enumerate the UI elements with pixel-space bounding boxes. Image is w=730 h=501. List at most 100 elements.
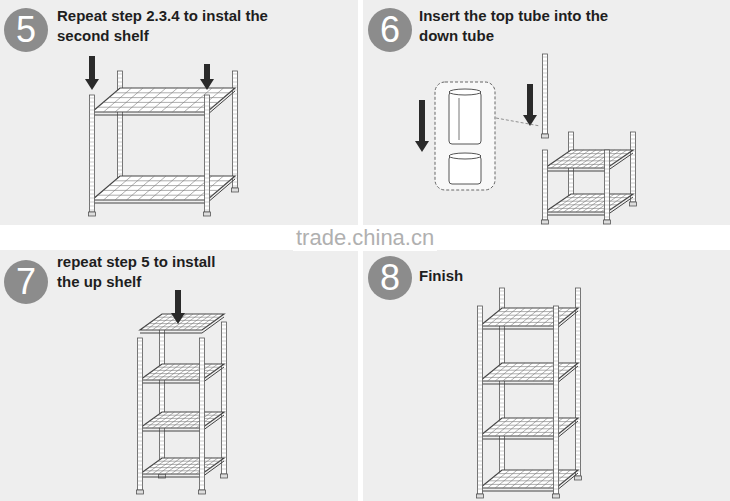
post-knurl [160, 389, 165, 390]
post-knurl [554, 397, 559, 398]
post-knurl [576, 407, 581, 408]
post-knurl [233, 110, 238, 111]
post-tube [160, 322, 165, 474]
post-knurl [90, 186, 95, 187]
post-knurl [205, 150, 210, 151]
post-knurl [138, 457, 143, 458]
wire-shelf [140, 458, 224, 477]
shelf-rim [140, 383, 202, 384]
shelf-post [553, 306, 560, 498]
post-knurl [200, 425, 205, 426]
post-knurl [478, 461, 483, 462]
post-knurl [200, 397, 205, 398]
post-knurl [205, 102, 210, 103]
post-knurl [138, 469, 143, 470]
post-knurl [233, 186, 238, 187]
post-knurl [200, 401, 205, 402]
post-knurl [500, 351, 505, 352]
post-knurl [500, 307, 505, 308]
post-knurl [205, 182, 210, 183]
post-knurl [205, 190, 210, 191]
shelf-wire [177, 458, 199, 474]
post-knurl [160, 441, 165, 442]
post-knurl [543, 61, 548, 62]
post-knurl [478, 425, 483, 426]
post-knurl [160, 341, 165, 342]
post-knurl [138, 393, 143, 394]
post-knurl [222, 425, 227, 426]
post-knurl [554, 425, 559, 426]
tube-slit [459, 98, 460, 140]
post-knurl [90, 110, 95, 111]
step-number: 8 [368, 256, 412, 300]
post-knurl [478, 397, 483, 398]
post-knurl [200, 441, 205, 442]
post-knurl [233, 130, 238, 131]
shelf-wire [177, 364, 199, 380]
post-knurl [138, 381, 143, 382]
post-knurl [543, 153, 548, 154]
shelf-wire [566, 153, 628, 154]
shelf-wire [173, 88, 201, 112]
post-foot [553, 494, 560, 498]
shelf-rim [556, 473, 578, 491]
post-knurl [554, 429, 559, 430]
shelf-wire [127, 176, 155, 200]
post-knurl [576, 355, 581, 356]
post-knurl [569, 187, 574, 188]
shelf-wire [498, 473, 574, 474]
post-knurl [90, 210, 95, 211]
post-knurl [118, 166, 123, 167]
post-knurl [576, 451, 581, 452]
post-knurl [138, 473, 143, 474]
post-knurl [554, 393, 559, 394]
post-knurl [500, 443, 505, 444]
post-knurl [90, 102, 95, 103]
post-knurl [554, 389, 559, 390]
post-knurl [500, 387, 505, 388]
shelf-wire [550, 208, 612, 209]
post-knurl [222, 437, 227, 438]
post-knurl [576, 303, 581, 304]
post-knurl [205, 106, 210, 107]
post-knurl [631, 179, 636, 180]
post-knurl [543, 189, 548, 190]
post-knurl [222, 337, 227, 338]
post-tube [543, 150, 548, 220]
post-knurl [554, 437, 559, 438]
shelf-wire [165, 314, 187, 330]
post-knurl [90, 178, 95, 179]
shelf-wire [152, 458, 174, 474]
shelf-post [199, 338, 206, 494]
shelf-wire [548, 470, 570, 488]
post-knurl [233, 166, 238, 167]
post-knurl [200, 361, 205, 362]
post-knurl [222, 333, 227, 334]
down-arrow [85, 56, 99, 90]
shelf-wire [196, 314, 218, 330]
post-knurl [90, 182, 95, 183]
post-knurl [478, 473, 483, 474]
arrow-shaft [204, 64, 210, 81]
post-knurl [500, 467, 505, 468]
post-knurl [576, 343, 581, 344]
post-knurl [222, 361, 227, 362]
post-knurl [500, 463, 505, 464]
post-knurl [200, 377, 205, 378]
post-knurl [631, 143, 636, 144]
post-knurl [222, 397, 227, 398]
down-arrow [171, 290, 185, 324]
post-knurl [543, 89, 548, 90]
post-knurl [90, 142, 95, 143]
post-knurl [500, 395, 505, 396]
post-knurl [222, 445, 227, 446]
post-knurl [222, 345, 227, 346]
post-knurl [200, 405, 205, 406]
post-knurl [90, 146, 95, 147]
post-knurl [478, 365, 483, 366]
shelf-rim [140, 333, 202, 334]
post-knurl [554, 333, 559, 334]
step-number-circle: 6 [368, 8, 412, 52]
post-knurl [478, 309, 483, 310]
post-knurl [543, 113, 548, 114]
